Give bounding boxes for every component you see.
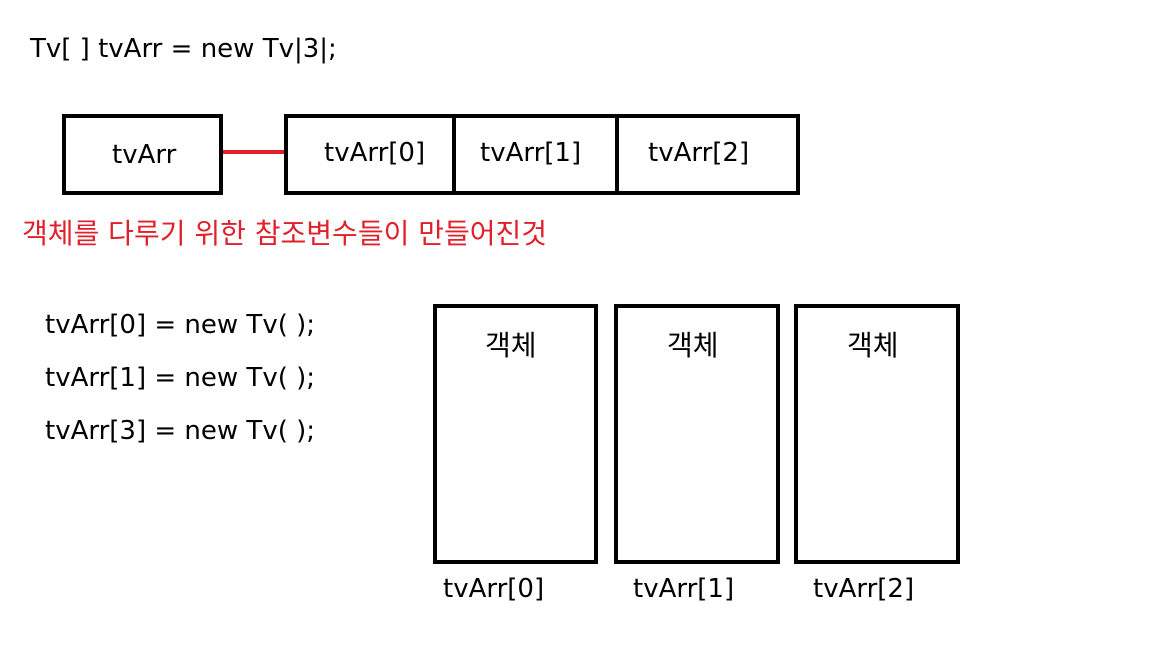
assignment-line-2: tvArr[3] = new Tv( ); xyxy=(45,416,316,446)
object-box-1: 객체 xyxy=(614,304,780,564)
array-cell-divider xyxy=(615,114,619,195)
reference-link-line xyxy=(223,150,285,154)
assignment-line-0: tvArr[0] = new Tv( ); xyxy=(45,310,316,340)
array-container: tvArr[0] tvArr[1] tvArr[2] xyxy=(284,114,800,195)
object-caption-0: tvArr[0] xyxy=(443,574,545,604)
assignment-line-1: tvArr[1] = new Tv( ); xyxy=(45,363,316,393)
array-cell-0-label: tvArr[0] xyxy=(324,138,426,168)
array-cell-2-label: tvArr[2] xyxy=(648,138,750,168)
reference-variable-box: tvArr xyxy=(62,114,223,195)
reference-variables-note: 객체를 다루기 위한 참조변수들이 만들어진것 xyxy=(22,217,548,250)
object-label-1: 객체 xyxy=(667,329,719,362)
object-box-2: 객체 xyxy=(794,304,960,564)
object-label-2: 객체 xyxy=(847,329,899,362)
object-label-0: 객체 xyxy=(485,329,537,362)
object-caption-1: tvArr[1] xyxy=(633,574,735,604)
array-cell-divider xyxy=(452,114,456,195)
reference-variable-label: tvArr xyxy=(112,140,177,170)
array-declaration-code: Tv[ ] tvArr = new Tv|3|; xyxy=(30,34,337,64)
object-caption-2: tvArr[2] xyxy=(813,574,915,604)
object-box-0: 객체 xyxy=(433,304,598,564)
array-cell-1-label: tvArr[1] xyxy=(480,138,582,168)
